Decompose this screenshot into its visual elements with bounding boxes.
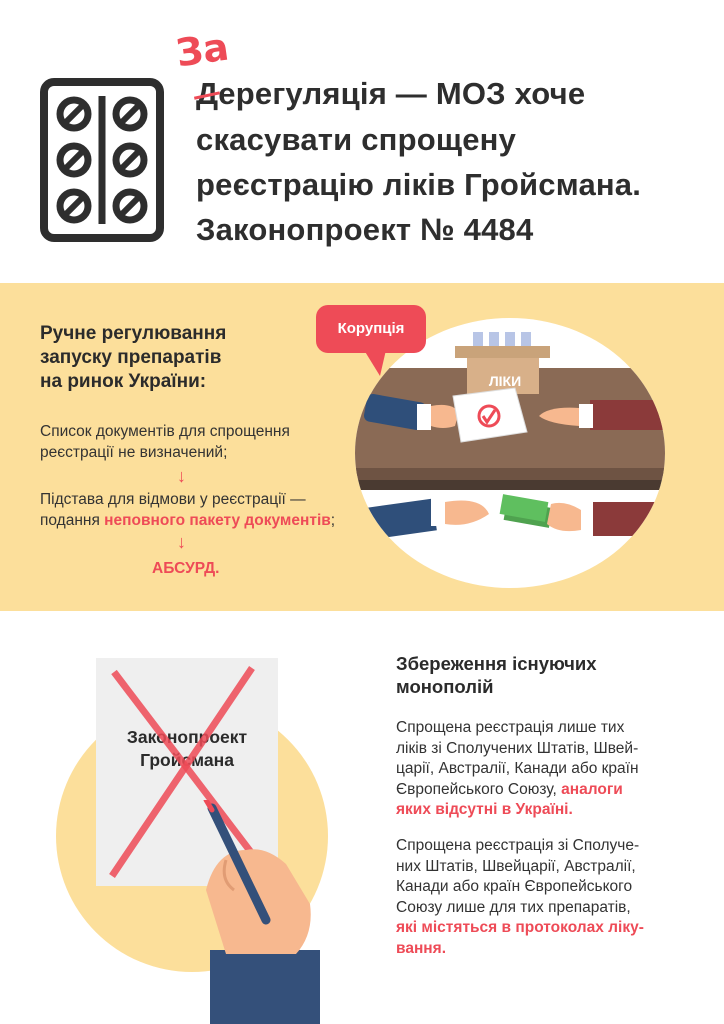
medicine-box-label: ЛІКИ bbox=[488, 373, 522, 389]
struck-letter: Д bbox=[196, 76, 219, 111]
section2-paragraph-2: Спрощена реєстрація зі Сполуче- них Штат… bbox=[396, 837, 644, 957]
page-title-line-3: реєстрацію ліків Гройсмана. bbox=[196, 167, 642, 202]
page-title-line-2: скасувати спрощену bbox=[196, 122, 517, 157]
title-correction: За bbox=[173, 24, 232, 76]
section2-paragraph-1: Спрощена реєстрація лише тих ліків зі Сп… bbox=[396, 719, 639, 818]
corruption-illustration: ЛІКИ bbox=[355, 318, 665, 588]
badge-tail-icon bbox=[364, 350, 386, 376]
section1-item-1: Список документів для спрощення реєстрац… bbox=[40, 423, 290, 461]
section1-item-2: Підстава для відмови у реєстрації — пода… bbox=[40, 491, 336, 529]
corruption-scene-graphic bbox=[355, 332, 665, 542]
cross-out-icon bbox=[109, 666, 269, 878]
section1-heading: Ручне регулювання запуску препаратів на … bbox=[40, 323, 227, 392]
down-arrow-icon: ↓ bbox=[177, 532, 186, 552]
section1-result: АБСУРД. bbox=[152, 560, 220, 577]
hand-with-pen-icon bbox=[203, 800, 320, 1024]
page-title-line-1: Дерегуляція — МОЗ хоче bbox=[196, 76, 586, 111]
pill-blister-icon bbox=[40, 78, 164, 242]
page-title-line-4: Законопроект № 4484 bbox=[196, 212, 534, 247]
section2-heading: Збереження існуючих монополій bbox=[396, 653, 597, 697]
down-arrow-icon: ↓ bbox=[177, 466, 186, 486]
corruption-badge: Корупція bbox=[316, 305, 426, 353]
